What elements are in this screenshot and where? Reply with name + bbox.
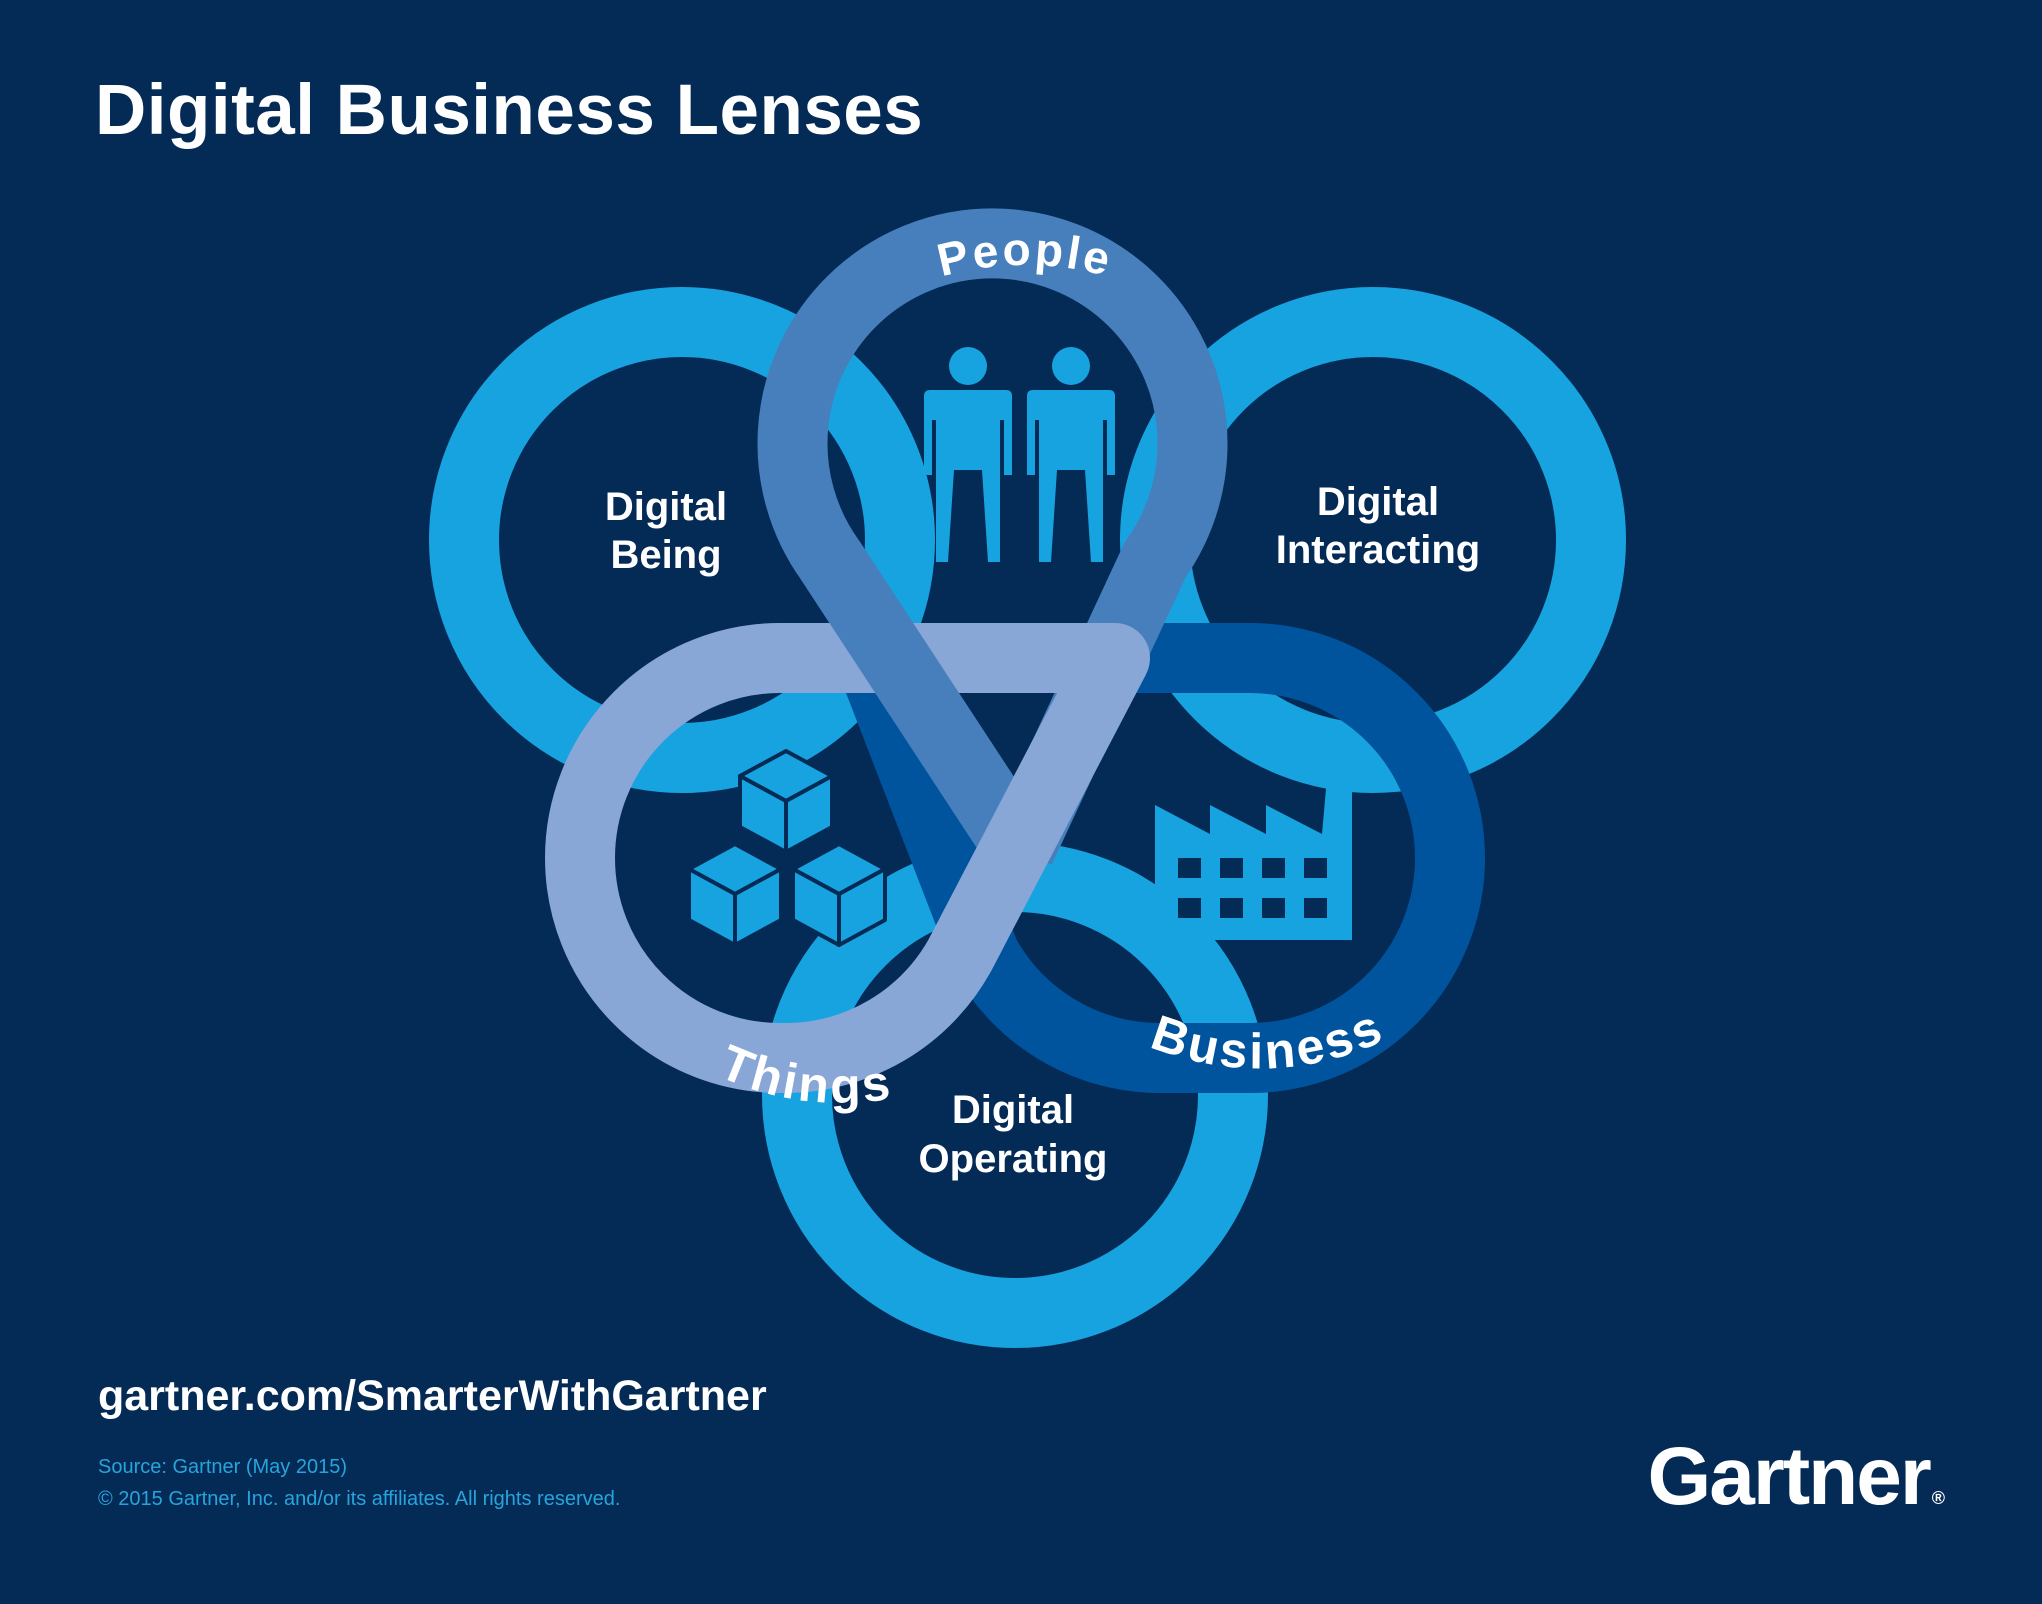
digital-being-ring xyxy=(429,287,935,793)
people-icon xyxy=(924,347,1115,562)
digital-being-label: Digital xyxy=(605,485,727,529)
business-ring xyxy=(835,623,1485,1093)
website-url[interactable]: gartner.com/SmarterWithGartner xyxy=(98,1372,767,1420)
cubes-icon xyxy=(687,749,887,947)
source-note: Source: Gartner (May 2015) xyxy=(98,1456,347,1478)
digital-interacting-label-2: Interacting xyxy=(1276,528,1480,572)
factory-icon xyxy=(1155,766,1352,940)
things-ring-overlap xyxy=(928,641,1147,972)
things-ring xyxy=(545,623,1150,1093)
gartner-logo: Gartner® xyxy=(1648,1430,1945,1524)
logo-registered-mark: ® xyxy=(1931,1488,1945,1508)
digital-being-label-2: Being xyxy=(610,533,721,577)
copyright-note: © 2015 Gartner, Inc. and/or its affiliat… xyxy=(98,1488,621,1510)
people-ring xyxy=(757,208,1228,870)
digital-interacting-label: Digital xyxy=(1317,480,1439,524)
page-title: Digital Business Lenses xyxy=(95,71,924,150)
digital-operating-label-2: Operating xyxy=(919,1137,1108,1181)
logo-text: Gartner xyxy=(1647,1431,1932,1522)
people-ring-overlap xyxy=(800,540,1050,870)
digital-operating-label: Digital xyxy=(952,1088,1074,1132)
